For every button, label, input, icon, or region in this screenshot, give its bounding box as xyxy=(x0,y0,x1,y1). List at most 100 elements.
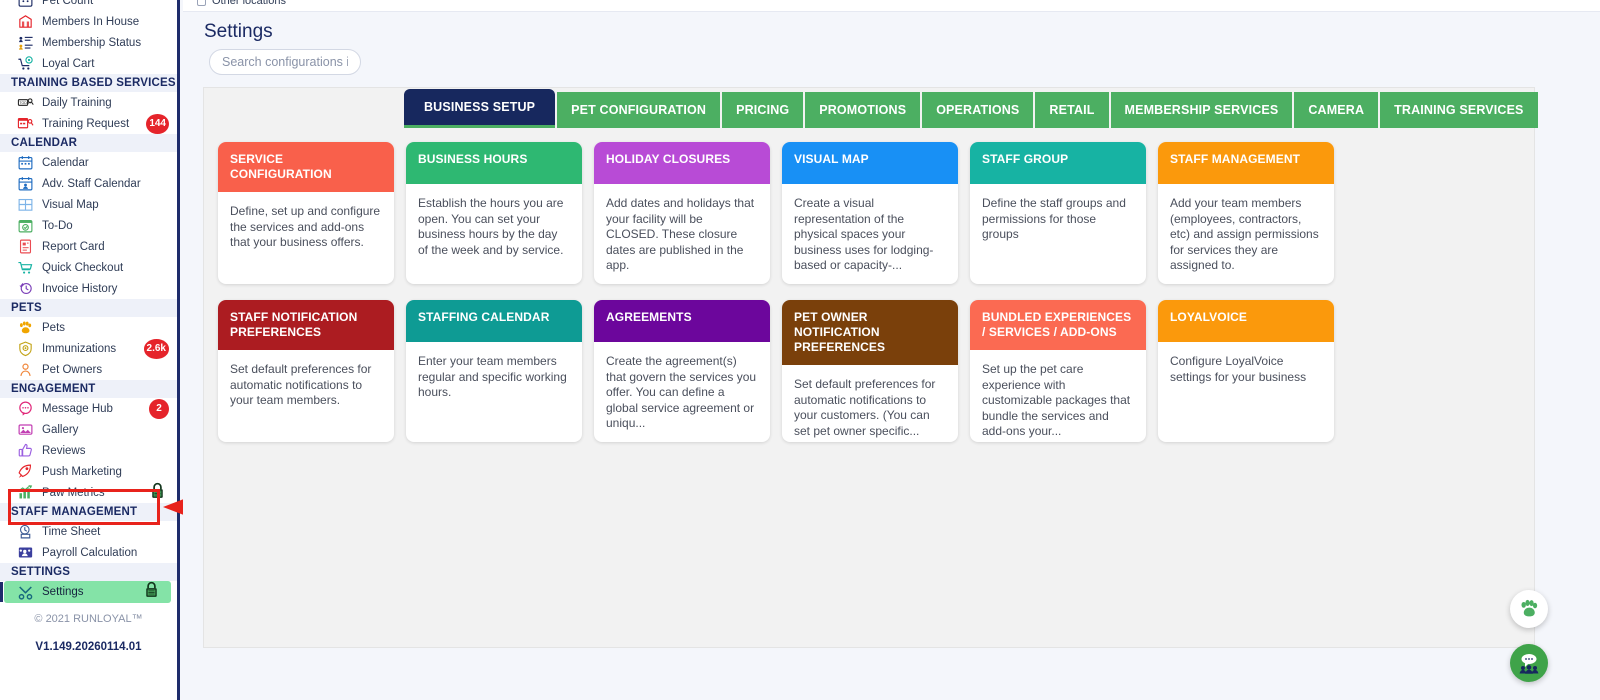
card-title: BUSINESS HOURS xyxy=(406,142,582,184)
nav-section-staff-management: STAFF MANAGEMENT xyxy=(0,503,177,521)
search-input[interactable] xyxy=(209,49,361,75)
paw-assistant-button[interactable] xyxy=(1510,590,1548,628)
members-in-house-icon xyxy=(14,13,36,31)
nav-section-pets: PETS xyxy=(0,299,177,317)
sidebar-item-loyal-cart[interactable]: Loyal Cart xyxy=(0,53,177,74)
sidebar-item-payroll-calculation[interactable]: Payroll Calculation xyxy=(0,542,177,563)
settings-icon xyxy=(14,583,36,601)
card-title: BUNDLED EXPERIENCES / SERVICES / ADD-ONS xyxy=(970,300,1146,350)
settings-card-staff-management[interactable]: STAFF MANAGEMENT Add your team members (e… xyxy=(1158,142,1334,284)
tab-pricing[interactable]: PRICING xyxy=(722,92,804,128)
sidebar-item-label: Training Request xyxy=(42,117,130,130)
sidebar-item-label: Daily Training xyxy=(42,96,112,109)
card-title: PET OWNER NOTIFICATION PREFERENCES xyxy=(782,300,958,365)
sidebar-item-to-do[interactable]: To-Do xyxy=(0,215,177,236)
card-title: VISUAL MAP xyxy=(782,142,958,184)
main-content: Other locations Settings BUSINESS SETUPP… xyxy=(183,0,1600,700)
sidebar-item-label: Members In House xyxy=(42,15,140,28)
settings-card-visual-map[interactable]: VISUAL MAP Create a visual representation… xyxy=(782,142,958,284)
tab-promotions[interactable]: PROMOTIONS xyxy=(805,92,921,128)
sidebar-item-training-request[interactable]: Training Request 144 xyxy=(0,113,177,134)
sidebar-item-members-in-house[interactable]: Members In House xyxy=(0,11,177,32)
card-description: Add your team members (employees, contra… xyxy=(1170,196,1319,272)
chat-people-icon xyxy=(1519,654,1539,674)
message-hub-icon xyxy=(14,400,36,418)
sidebar-item-visual-map[interactable]: Visual Map xyxy=(0,194,177,215)
training-request-icon xyxy=(14,115,36,133)
lock-badge xyxy=(144,581,159,603)
card-description: Create a visual representation of the ph… xyxy=(794,196,934,272)
nav-section-settings: SETTINGS xyxy=(0,563,177,581)
sidebar-item-pet-count[interactable]: Pet Count xyxy=(0,0,177,11)
tab-retail[interactable]: RETAIL xyxy=(1035,92,1109,128)
sidebar-item-label: Loyal Cart xyxy=(42,57,95,70)
notification-badge: 144 xyxy=(146,113,169,134)
tab-business-setup[interactable]: BUSINESS SETUP xyxy=(404,89,556,128)
card-title: STAFF MANAGEMENT xyxy=(1158,142,1334,184)
card-description: Establish the hours you are open. You ca… xyxy=(418,196,564,257)
sidebar-item-paw-metrics[interactable]: Paw Metrics xyxy=(0,482,177,503)
card-description: Set up the pet care experience with cust… xyxy=(982,362,1131,438)
nav-section-engagement: ENGAGEMENT xyxy=(0,380,177,398)
quick-checkout-icon xyxy=(14,259,36,277)
sidebar-item-push-marketing[interactable]: Push Marketing xyxy=(0,461,177,482)
card-description: Set default preferences for automatic no… xyxy=(794,377,936,438)
sidebar-item-pet-owners[interactable]: Pet Owners xyxy=(0,359,177,380)
tab-operations[interactable]: OPERATIONS xyxy=(922,92,1034,128)
sidebar-item-report-card[interactable]: Report Card xyxy=(0,236,177,257)
copyright-text: © 2021 RUNLOYAL™ xyxy=(34,613,143,625)
todo-icon xyxy=(14,217,36,235)
sidebar-item-gallery[interactable]: Gallery xyxy=(0,419,177,440)
card-title: AGREEMENTS xyxy=(594,300,770,342)
support-chat-button[interactable] xyxy=(1510,644,1548,682)
sidebar-item-quick-checkout[interactable]: Quick Checkout xyxy=(0,257,177,278)
sidebar-item-reviews[interactable]: Reviews xyxy=(0,440,177,461)
settings-card-bundled-experiences-services-add-ons[interactable]: BUNDLED EXPERIENCES / SERVICES / ADD-ONS… xyxy=(970,300,1146,442)
settings-card-pet-owner-notification-preferences[interactable]: PET OWNER NOTIFICATION PREFERENCES Set de… xyxy=(782,300,958,442)
tab-training-services[interactable]: TRAINING SERVICES xyxy=(1380,92,1538,128)
paw-metrics-icon xyxy=(14,484,36,502)
card-title: LOYALVOICE xyxy=(1158,300,1334,342)
sidebar-item-adv-staff-calendar[interactable]: Adv. Staff Calendar xyxy=(0,173,177,194)
immunization-icon xyxy=(14,340,36,358)
sidebar-item-invoice-history[interactable]: Invoice History xyxy=(0,278,177,299)
version-text: V1.149.20260114.01 xyxy=(35,641,142,653)
settings-card-business-hours[interactable]: BUSINESS HOURS Establish the hours you ar… xyxy=(406,142,582,284)
sidebar-item-label: Invoice History xyxy=(42,282,118,295)
sidebar-item-time-sheet[interactable]: Time Sheet xyxy=(0,521,177,542)
sidebar-item-label: Pets xyxy=(42,321,66,334)
nav-section-training-based-services: TRAINING BASED SERVICES xyxy=(0,74,177,92)
sidebar-item-pets[interactable]: Pets xyxy=(0,317,177,338)
sidebar-item-label: Adv. Staff Calendar xyxy=(42,177,141,190)
sidebar-item-label: Quick Checkout xyxy=(42,261,124,274)
tab-pet-configuration[interactable]: PET CONFIGURATION xyxy=(557,92,721,128)
loyal-cart-icon xyxy=(14,55,36,73)
sidebar-item-label: Payroll Calculation xyxy=(42,546,138,559)
tab-camera[interactable]: CAMERA xyxy=(1294,92,1379,128)
tab-membership-services[interactable]: MEMBERSHIP SERVICES xyxy=(1110,92,1293,128)
report-card-icon xyxy=(14,238,36,256)
calendar-icon xyxy=(14,154,36,172)
sidebar-item-calendar[interactable]: Calendar xyxy=(0,152,177,173)
page-title: Settings xyxy=(204,21,273,42)
other-locations-row[interactable]: Other locations xyxy=(183,0,1600,7)
sidebar-item-settings[interactable]: Settings xyxy=(0,581,171,603)
checkbox-icon[interactable] xyxy=(197,0,206,6)
sidebar-item-label: Time Sheet xyxy=(42,525,101,538)
sidebar-item-membership-status[interactable]: Membership Status xyxy=(0,32,177,53)
sidebar-item-label: Push Marketing xyxy=(42,465,122,478)
sidebar-item-label: Gallery xyxy=(42,423,79,436)
lock-badge xyxy=(150,482,165,504)
